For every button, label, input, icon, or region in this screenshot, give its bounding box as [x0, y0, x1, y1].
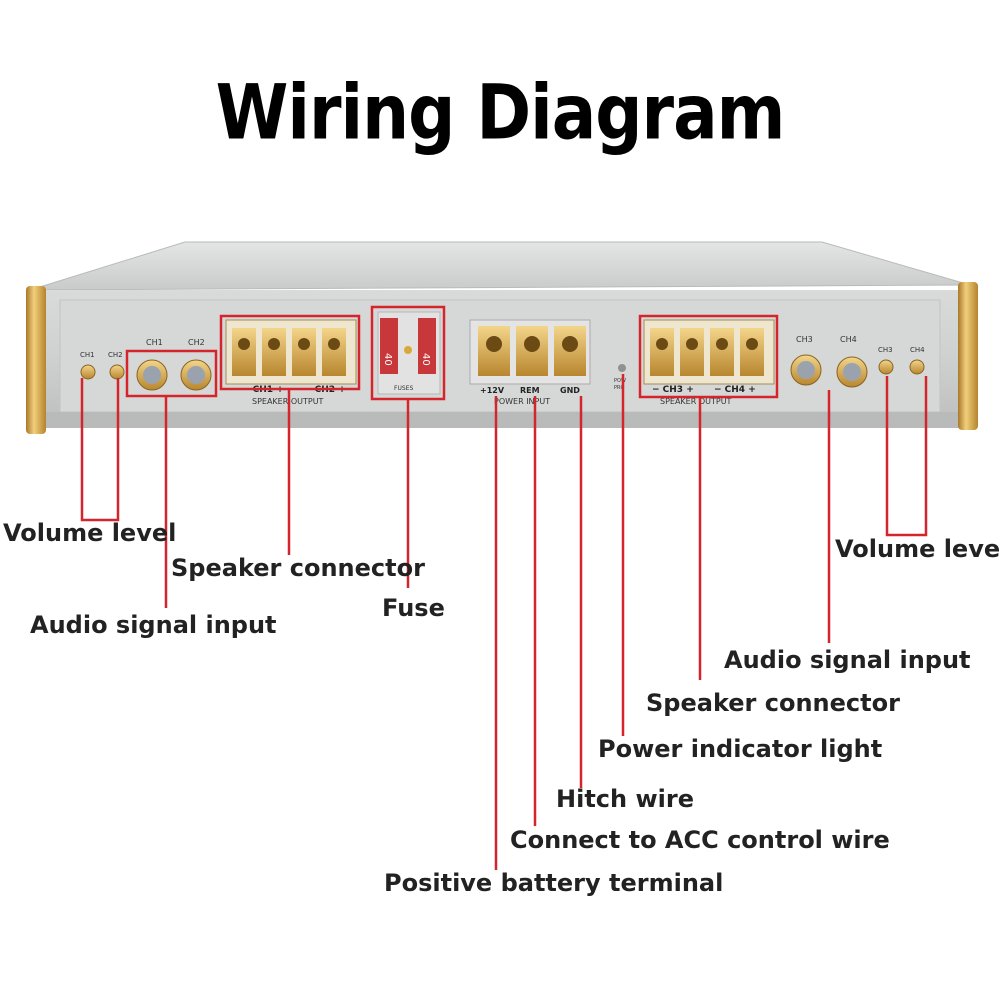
svg-text:PRO: PRO: [614, 385, 624, 391]
svg-text:CH2: CH2: [188, 338, 205, 347]
label-power-light: Power indicator light: [598, 735, 883, 763]
rca-inputs-right: CH3 CH4: [790, 335, 868, 388]
label-speaker-left: Speaker connector: [171, 554, 425, 582]
svg-text:CH3: CH3: [796, 335, 813, 344]
label-acc: Connect to ACC control wire: [510, 826, 890, 854]
svg-text:40: 40: [382, 353, 393, 366]
svg-text:POW: POW: [614, 378, 626, 384]
label-battery: Positive battery terminal: [384, 869, 724, 897]
svg-text:CH1: CH1: [80, 351, 95, 359]
label-audio-right: Audio signal input: [724, 646, 971, 674]
svg-text:+12V: +12V: [480, 386, 505, 395]
power-input-block: +12V REM GND POWER INPUT: [469, 319, 591, 406]
label-speaker-right: Speaker connector: [646, 689, 900, 717]
leader-volume-right: [885, 376, 928, 537]
svg-text:CH4: CH4: [910, 346, 925, 354]
label-volume-left: Volume level: [3, 519, 177, 547]
label-volume-right: Volume level: [835, 535, 1000, 563]
svg-text:− CH3 +: − CH3 +: [652, 385, 694, 395]
right-end-cap: [958, 282, 978, 430]
svg-text:CH1: CH1: [146, 338, 163, 347]
callout-lines: [80, 374, 928, 870]
rca-inputs-left: CH1 CH2: [136, 338, 212, 391]
speaker-terminals-right: − CH3 + − CH4 + SPEAKER OUTPUT: [643, 319, 775, 406]
callout-boxes: [125, 305, 779, 401]
callout-box-audio-left: [125, 349, 218, 398]
left-end-cap: [26, 286, 46, 434]
power-indicator-led: POW PRO: [614, 364, 626, 391]
svg-text:− CH4 +: − CH4 +: [714, 385, 756, 395]
svg-text:POWER INPUT: POWER INPUT: [494, 397, 550, 406]
leader-volume-left: [80, 378, 120, 522]
chassis-top: [29, 241, 971, 291]
svg-text:CH4: CH4: [840, 335, 857, 344]
label-audio-left: Audio signal input: [30, 611, 277, 639]
svg-text:SPEAKER OUTPUT: SPEAKER OUTPUT: [660, 397, 732, 406]
svg-text:CH2: CH2: [108, 351, 123, 359]
volume-knobs-right: CH3 CH4: [878, 346, 925, 375]
svg-text:GND: GND: [560, 386, 580, 395]
label-fuse: Fuse: [382, 594, 445, 622]
svg-text:REM: REM: [520, 386, 540, 395]
speaker-terminals-left: − CH1 + − CH2 + SPEAKER OUTPUT: [225, 319, 357, 406]
svg-text:40: 40: [420, 353, 431, 366]
svg-text:CH3: CH3: [878, 346, 893, 354]
fuse-block: 40 40 FUSES: [377, 311, 441, 395]
svg-text:FUSES: FUSES: [394, 385, 413, 392]
diagram-title: Wiring Diagram: [215, 68, 786, 157]
label-hitch: Hitch wire: [556, 785, 694, 813]
callout-box-speaker-right: [638, 314, 779, 399]
